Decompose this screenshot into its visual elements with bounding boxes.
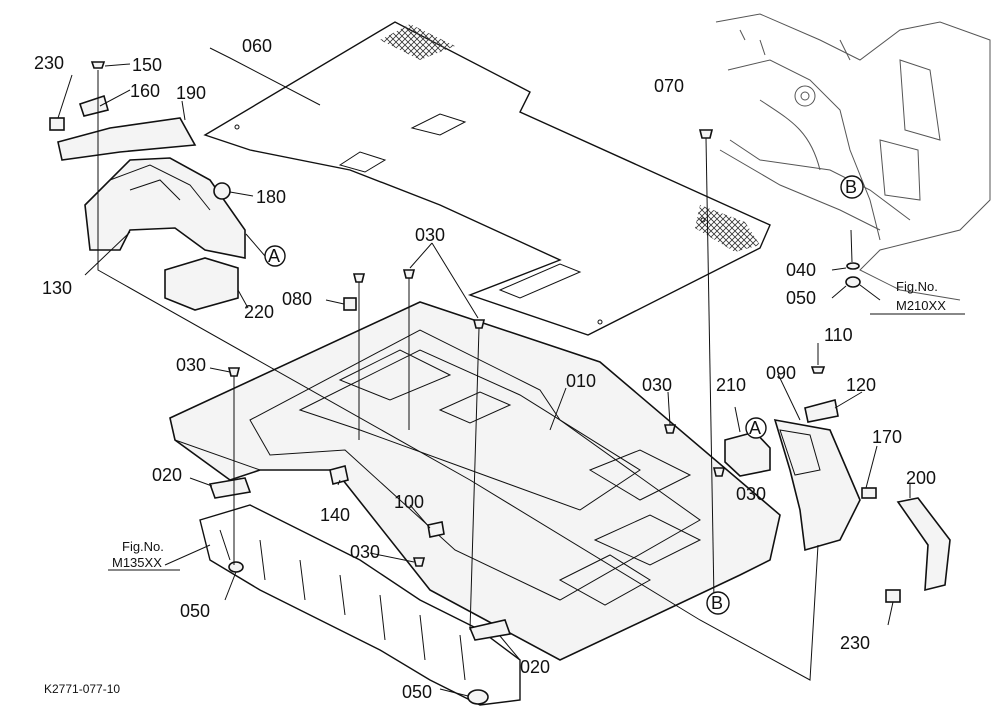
- callout-030-top: 030: [415, 225, 445, 245]
- leader-lines: [57, 47, 911, 697]
- under-frame: [199, 504, 521, 706]
- callout-180: 180: [256, 187, 286, 207]
- callout-100: 100: [394, 492, 424, 512]
- callout-050-right: 050: [786, 288, 816, 308]
- floor-mat: [203, 21, 771, 336]
- floor-plate: [169, 301, 781, 661]
- callout-090: 090: [766, 363, 796, 383]
- part-210: [724, 431, 771, 477]
- callout-220: 220: [244, 302, 274, 322]
- callout-160: 160: [130, 81, 160, 101]
- marker-b-top-circle: [840, 175, 864, 199]
- marker-b-bottom: B: [711, 593, 723, 613]
- ref-fig-number-left: M135XX: [112, 555, 162, 570]
- drawing-code: K2771-077-10: [44, 682, 120, 696]
- marker-a-left: A: [268, 246, 280, 266]
- hardware-pieces: [49, 61, 901, 705]
- callout-120: 120: [846, 375, 876, 395]
- part-220: [164, 257, 239, 311]
- ref-fig-label-left: Fig.No.: [122, 539, 164, 554]
- callout-210: 210: [716, 375, 746, 395]
- marker-a-left-circle: [264, 245, 286, 267]
- callout-230-bottom: 230: [840, 633, 870, 653]
- figure-references: Fig.No. M210XX Fig.No. M135XX: [112, 279, 946, 570]
- callout-130: 130: [42, 278, 72, 298]
- callout-labels: 010 020 020 030 030 030 030 030 040 050 …: [34, 36, 936, 702]
- callout-230-top: 230: [34, 53, 64, 73]
- tractor-body-background: [715, 13, 991, 301]
- callout-050-bottom: 050: [402, 682, 432, 702]
- callout-010: 010: [566, 371, 596, 391]
- callout-080: 080: [282, 289, 312, 309]
- callout-110: 110: [824, 325, 853, 345]
- marker-a-right: A: [749, 418, 761, 438]
- callout-020-left: 020: [152, 465, 182, 485]
- callout-060: 060: [242, 36, 272, 56]
- ref-fig-label-right: Fig.No.: [896, 279, 938, 294]
- callout-030-right: 030: [736, 484, 766, 504]
- callout-150: 150: [132, 55, 162, 75]
- part-200: [896, 497, 951, 592]
- callout-190: 190: [176, 83, 206, 103]
- right-fender-cover: [773, 418, 861, 552]
- ref-fig-number-right: M210XX: [896, 298, 946, 313]
- callout-050-left: 050: [180, 601, 210, 621]
- marker-b-top: B: [845, 177, 857, 197]
- left-fender-cover: [84, 157, 246, 259]
- callout-200: 200: [906, 468, 936, 488]
- circled-markers: A A B B: [264, 175, 864, 615]
- callout-030-left: 030: [176, 355, 206, 375]
- callout-170: 170: [872, 427, 902, 447]
- callout-040: 040: [786, 260, 816, 280]
- callout-070: 070: [654, 76, 684, 96]
- callout-020-bottom: 020: [520, 657, 550, 677]
- callout-030-bottom: 030: [350, 542, 380, 562]
- marker-b-bottom-circle: [706, 591, 730, 615]
- marker-a-right-circle: [745, 417, 767, 439]
- part-190: [57, 117, 197, 161]
- callout-030-mid: 030: [642, 375, 672, 395]
- callout-140: 140: [320, 505, 350, 525]
